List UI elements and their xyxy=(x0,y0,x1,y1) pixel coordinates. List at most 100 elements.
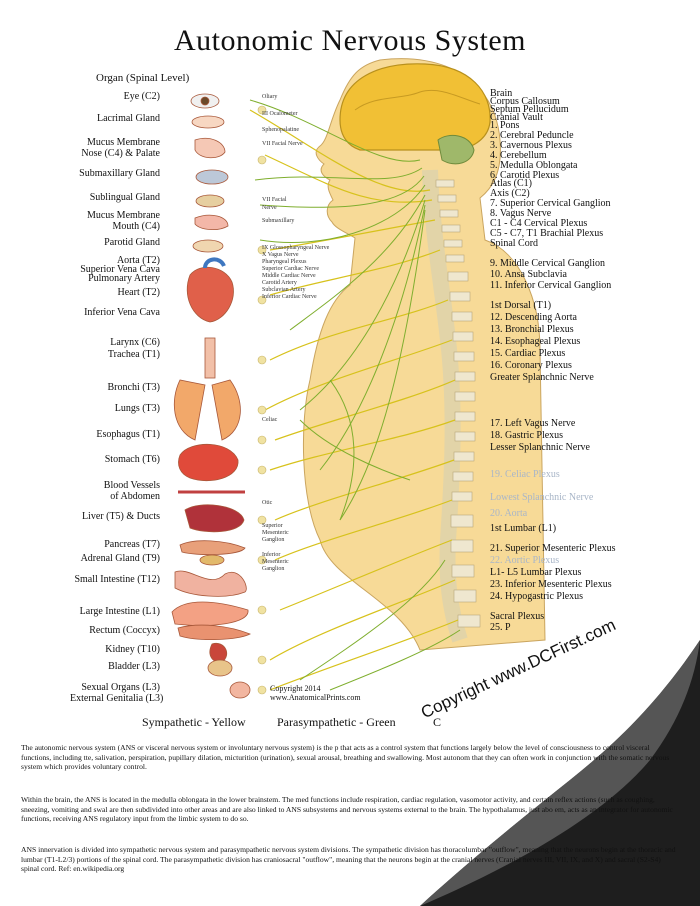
nerve-label: Superior Cardiac Nerve xyxy=(262,266,319,272)
organ-label: Rectum (Coccyx) xyxy=(70,625,160,636)
nerve-label: VII Facial Nerve xyxy=(262,141,303,147)
nose-illustration xyxy=(195,138,225,157)
organ-label: Larynx (C6) xyxy=(70,337,160,348)
structure-label: Lesser Splanchnic Nerve xyxy=(490,442,590,453)
structure-label: 16. Coronary Plexus xyxy=(490,360,572,371)
nerve-label: Subclavian Artery xyxy=(262,287,306,293)
organ-label: External Genitalia (L3) xyxy=(70,693,160,704)
nerve-label: IX Glossopharyngeal Nerve xyxy=(262,245,329,251)
structure-label: 1st Dorsal (T1) xyxy=(490,300,551,311)
structure-label: Sacral Plexus xyxy=(490,611,544,622)
structure-label: Greater Splanchnic Nerve xyxy=(490,372,594,383)
organ-label: Mouth (C4) xyxy=(70,221,160,232)
nerve-label: Oliary xyxy=(262,94,277,100)
stomach-illustration xyxy=(178,444,238,480)
organ-label: Pulmonary Artery xyxy=(70,273,160,284)
nerve-label: Mesenteric xyxy=(262,559,289,565)
description-paragraph-3: ANS innervation is divided into sympathe… xyxy=(21,845,676,874)
organ-label: Lungs (T3) xyxy=(70,403,160,414)
description-paragraph-1: The autonomic nervous system (ANS or vis… xyxy=(21,743,676,772)
copyright-line: Copyright 2014 xyxy=(270,684,361,693)
organ-column-header: Organ (Spinal Level) xyxy=(96,72,189,84)
nerve-label: Superior xyxy=(262,523,283,529)
parotid-gland-illustration xyxy=(193,240,223,252)
pancreas-illustration xyxy=(180,541,245,555)
structure-label: 10. Ansa Subclavia xyxy=(490,269,567,280)
organ-label: Parotid Gland xyxy=(70,237,160,248)
structure-label: 9. Middle Cervical Ganglion xyxy=(490,258,605,269)
lacrimal-gland-illustration xyxy=(192,116,224,128)
trachea-illustration xyxy=(205,338,215,378)
sublingual-gland-illustration xyxy=(196,195,224,207)
aorta-illustration xyxy=(205,259,224,268)
organ-label: Adrenal Gland (T9) xyxy=(70,553,160,564)
organ-label: Kidney (T10) xyxy=(70,644,160,655)
mouth-illustration xyxy=(195,215,228,229)
poster-title: Autonomic Nervous System xyxy=(0,24,700,58)
organ-label: Sexual Organs (L3) xyxy=(70,682,160,693)
structure-label: 12. Descending Aorta xyxy=(490,312,577,323)
structure-label: 15. Cardiac Plexus xyxy=(490,348,565,359)
lungs-illustration xyxy=(174,380,240,440)
nerve-label: Pharyngeal Plexus xyxy=(262,259,307,265)
description-paragraph-2: Within the brain, the ANS is located in … xyxy=(21,795,676,824)
nerve-label: VII Facial xyxy=(262,197,287,203)
structure-label: 11. Inferior Cervical Ganglion xyxy=(490,280,611,291)
copyright-url: www.AnatomicalPrints.com xyxy=(270,693,361,702)
large-intestine-illustration xyxy=(172,602,248,625)
copyright-block: Copyright 2014 www.AnatomicalPrints.com xyxy=(270,684,361,702)
organ-label: Large Intestine (L1) xyxy=(70,606,160,617)
bladder-illustration xyxy=(208,660,232,676)
organ-label: Pancreas (T7) xyxy=(70,539,160,550)
organ-label: Mucus Membrane xyxy=(70,210,160,221)
nerve-label: Submaxillary xyxy=(262,218,294,224)
structure-label: 24. Hypogastric Plexus xyxy=(490,591,583,602)
nerve-label: Mesenteric xyxy=(262,530,289,536)
organ-label: Submaxillary Gland xyxy=(70,168,160,179)
organ-label: Lacrimal Gland xyxy=(70,113,160,124)
structure-label: 25. P xyxy=(490,622,511,633)
structure-label: 17. Left Vagus Nerve xyxy=(490,418,575,429)
structure-label: 22. Aortic Plexus xyxy=(490,555,559,566)
organ-label: Esophagus (T1) xyxy=(70,429,160,440)
nerve-label: Carotid Artery xyxy=(262,280,297,286)
structure-label: 14. Esophageal Plexus xyxy=(490,336,580,347)
structure-label: 20. Aorta xyxy=(490,508,527,519)
organ-label: Inferior Vena Cava xyxy=(70,307,160,318)
nerve-label: Celiac xyxy=(262,417,277,423)
sexual-organ-illustration xyxy=(230,682,250,698)
structure-label: L1- L5 Lumbar Plexus xyxy=(490,567,581,578)
organ-label: Eye (C2) xyxy=(70,91,160,102)
nerve-label: III Ocalometer xyxy=(262,111,297,117)
nerve-label: Ganglion xyxy=(262,537,284,543)
organ-label: Trachea (T1) xyxy=(70,349,160,360)
adrenal-illustration xyxy=(200,555,224,565)
organ-label: Heart (T2) xyxy=(70,287,160,298)
structure-label: 19. Celiac Plexus xyxy=(490,469,560,480)
small-intestine-illustration xyxy=(175,571,246,596)
nerve-label: Inferior xyxy=(262,552,280,558)
organ-label: Bladder (L3) xyxy=(70,661,160,672)
nerve-label: Nerve xyxy=(262,205,277,211)
nerve-label: Otic xyxy=(262,500,272,506)
rectum-illustration xyxy=(178,625,250,640)
nerve-label: Ganglion xyxy=(262,566,284,572)
structure-label: 13. Bronchial Plexus xyxy=(490,324,574,335)
nerve-label: Sphenopalatine xyxy=(262,127,299,133)
organ-label: Sublingual Gland xyxy=(70,192,160,203)
organ-label: Bronchi (T3) xyxy=(70,382,160,393)
organ-label: Liver (T5) & Ducts xyxy=(70,511,160,522)
structure-label: 1st Lumbar (L1) xyxy=(490,523,556,534)
structure-label: Lowest Splanchnic Nerve xyxy=(490,492,593,503)
nerve-label: Inferior Cardiac Nerve xyxy=(262,294,317,300)
heart-illustration xyxy=(187,267,233,322)
brain xyxy=(340,64,490,150)
structure-label: 21. Superior Mesenteric Plexus xyxy=(490,543,616,554)
nerve-label: Middle Cardiac Nerve xyxy=(262,273,316,279)
organ-label: Small Intestine (T12) xyxy=(70,574,160,585)
kidney-illustration xyxy=(210,643,227,662)
structure-label: Spinal Cord xyxy=(490,238,538,249)
organ-label: of Abdomen xyxy=(70,491,160,502)
ganglia-chain xyxy=(258,106,266,694)
